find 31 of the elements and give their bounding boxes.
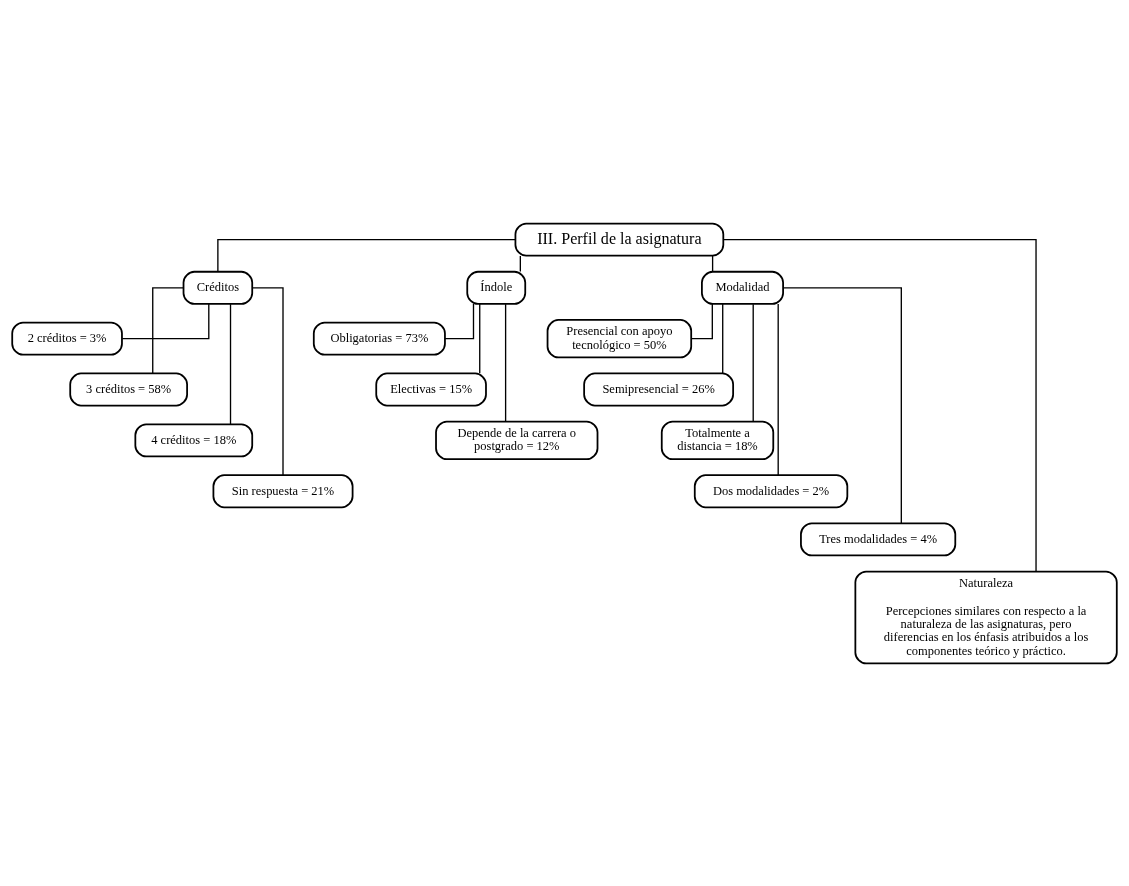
node-box: Tres modalidades = 4% bbox=[800, 521, 957, 556]
node-box: Presencial con apoyo tecnológico = 50% bbox=[546, 318, 693, 358]
connector bbox=[444, 302, 475, 339]
node-box: Índole bbox=[466, 270, 527, 305]
connector bbox=[722, 302, 724, 374]
node-box: Naturaleza Percepciones similares con respecto a la naturaleza de las asignaturas, pero diferencias en los énfasis atribuidos a los componentes teórico y práctico. bbox=[854, 570, 1118, 664]
connector bbox=[251, 286, 284, 476]
node-box: Obligatorias = 73% bbox=[312, 321, 446, 356]
node-box: Dos modalidades = 2% bbox=[693, 473, 849, 508]
node-box: Sin respuesta = 21% bbox=[212, 473, 354, 508]
node-box: 4 créditos = 18% bbox=[134, 422, 254, 457]
node-box: Créditos bbox=[182, 270, 254, 305]
connector bbox=[121, 302, 210, 339]
node-box: 3 créditos = 58% bbox=[69, 372, 188, 406]
connector bbox=[152, 286, 185, 374]
node-box: Depende de la carrera o postgrado = 12% bbox=[435, 420, 599, 460]
connector bbox=[690, 302, 713, 339]
node-box: Totalmente a distancia = 18% bbox=[660, 420, 775, 460]
node-box: Semipresencial = 26% bbox=[583, 372, 734, 406]
node-box: 2 créditos = 3% bbox=[11, 321, 123, 356]
node-box: Modalidad bbox=[701, 270, 784, 305]
connector bbox=[722, 238, 1037, 572]
connector bbox=[782, 286, 902, 524]
connector bbox=[229, 302, 232, 425]
node-box: III. Perfil de la asignatura bbox=[514, 222, 725, 257]
connector bbox=[217, 238, 516, 272]
connector bbox=[504, 302, 507, 422]
node-box: Electivas = 15% bbox=[375, 372, 487, 406]
connector bbox=[752, 302, 754, 422]
connector bbox=[479, 302, 481, 374]
connector bbox=[777, 302, 779, 476]
